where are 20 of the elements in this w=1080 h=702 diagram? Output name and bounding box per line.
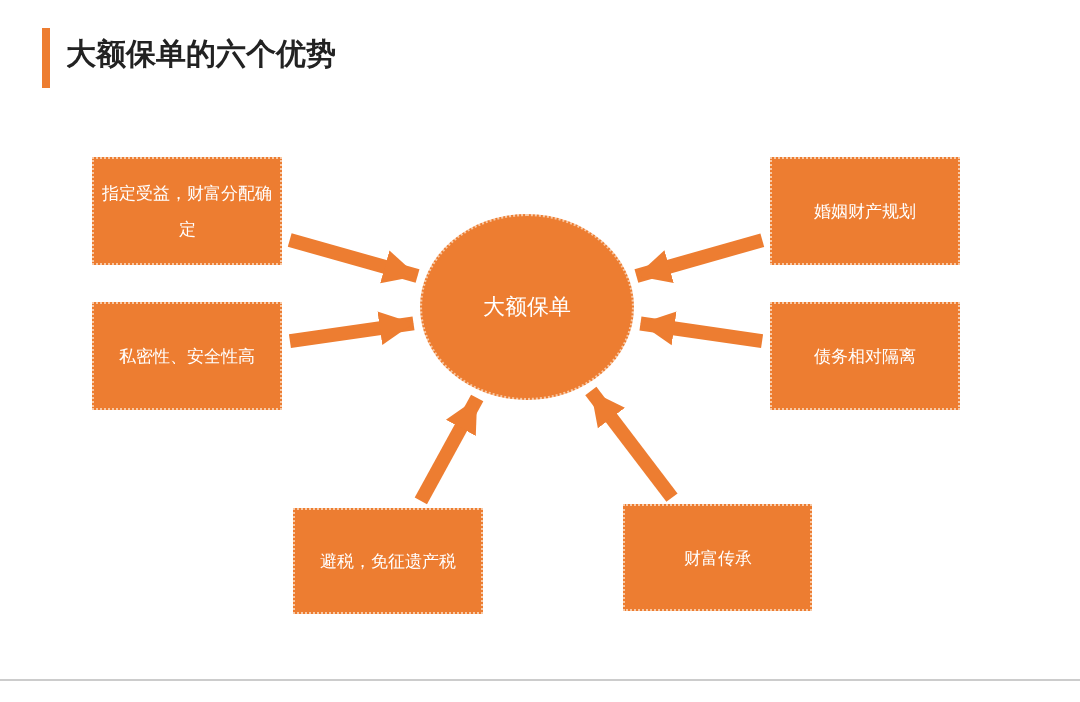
- advantage-box: [770, 302, 960, 410]
- node-label: 债务相对隔离: [813, 345, 917, 368]
- advantage-box: [293, 508, 483, 614]
- advantage-box: [623, 504, 812, 611]
- arrow: [414, 394, 484, 505]
- node-label: 财富传承: [682, 546, 753, 570]
- arrow: [634, 233, 765, 283]
- arrow: [288, 311, 415, 349]
- node-label: 避税，免征遗产税: [319, 550, 457, 573]
- advantage-box: [770, 157, 960, 265]
- arrow: [287, 233, 420, 284]
- advantage-box: [92, 157, 282, 265]
- node-label: 大额保单: [482, 293, 572, 321]
- advantage-box: [92, 302, 282, 410]
- arrow: [585, 386, 678, 502]
- node-label: 指定受益，财富分配确定: [101, 182, 273, 241]
- title: 大额保单的六个优势: [66, 35, 336, 73]
- node-label: 私密性、安全性高: [118, 345, 256, 368]
- arrow: [639, 311, 764, 348]
- node-label: 婚姻财产规划: [813, 200, 917, 223]
